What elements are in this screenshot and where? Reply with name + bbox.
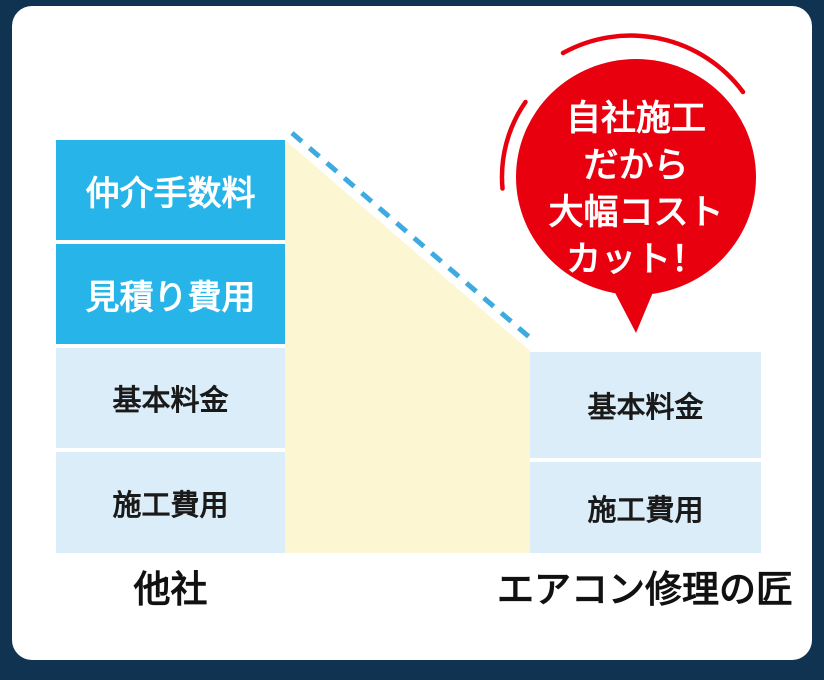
savings-wedge-shape: [285, 140, 530, 553]
badge-text: 自社施工 だから 大幅コスト カット！: [516, 95, 756, 283]
segment-estimate-fee: 見積り費用: [56, 244, 285, 344]
segment-brokerage-fee: 仲介手数料: [56, 140, 285, 240]
segment-base-fee-takumi: 基本料金: [530, 352, 761, 458]
badge-accent-arc-outer: [560, 33, 746, 95]
label-takumi-company: エアコン修理の匠: [497, 569, 793, 610]
badge-text-line-3: 大幅コスト: [548, 193, 724, 232]
badge-text-line-2: だから: [583, 146, 689, 185]
label-other-company: 他社: [133, 569, 208, 610]
badge-text-line-1: 自社施工: [565, 99, 706, 138]
badge-bubble-pointer: [611, 285, 656, 333]
segment-construction-fee-other: 施工費用: [56, 452, 285, 553]
segment-base-fee-other: 基本料金: [56, 348, 285, 448]
badge-accent-arc-inner: [499, 99, 528, 191]
segment-construction-fee-takumi: 施工費用: [530, 462, 761, 553]
badge-text-line-4: カット！: [565, 240, 706, 279]
cost-cut-dashed-line: [290, 131, 537, 344]
badge-bubble-circle: [516, 59, 756, 295]
